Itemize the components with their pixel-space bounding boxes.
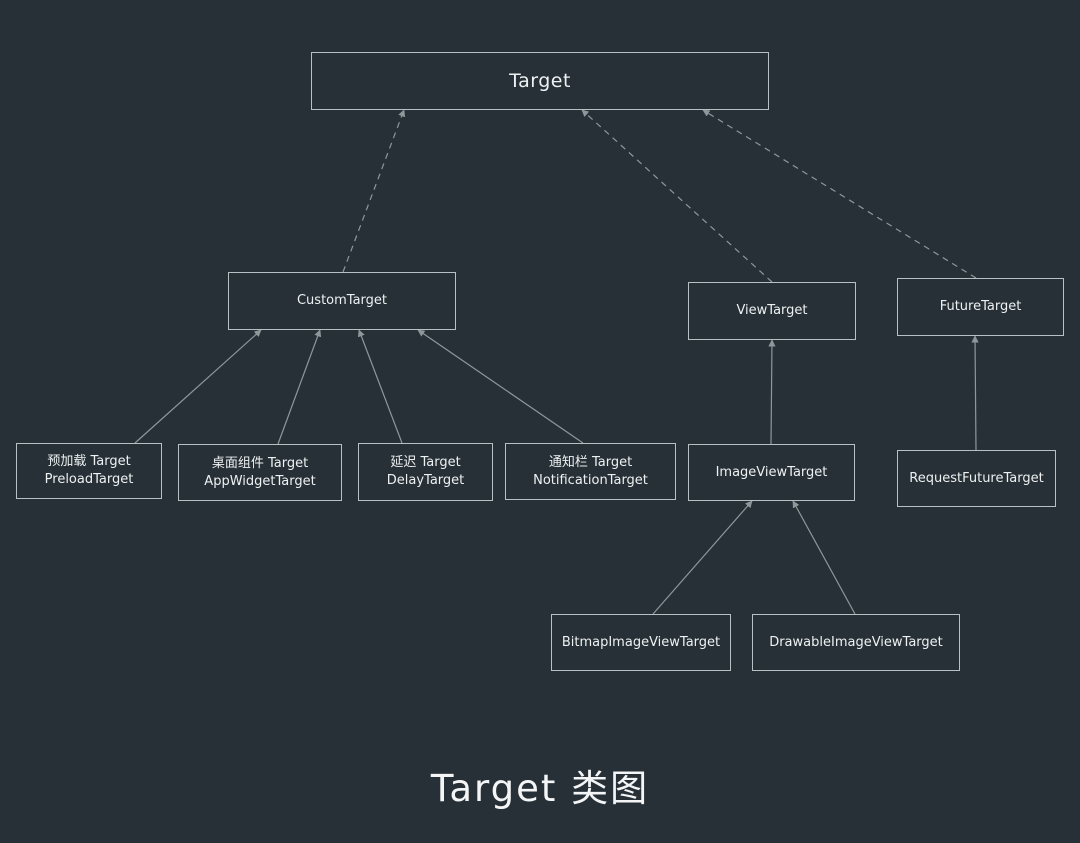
node-target: Target <box>311 52 769 110</box>
edge-image-view-target-to-view-target <box>768 339 776 445</box>
node-request-future-target-label: RequestFutureTarget <box>909 470 1044 486</box>
node-app-widget-target: 桌面组件 Target AppWidgetTarget <box>178 444 342 501</box>
edge-future-target-to-target <box>702 109 977 279</box>
edge-notification-target-to-custom-target <box>417 329 584 444</box>
diagram-caption: Target 类图 <box>430 767 650 810</box>
edge-custom-target-to-target <box>342 109 406 273</box>
node-future-target-label: FutureTarget <box>939 299 1022 314</box>
edge-drawable-image-view-target-to-image-view-target <box>792 500 856 615</box>
node-preload-target-label-cn: 预加载 Target <box>47 454 131 469</box>
edge-bitmap-image-view-target-to-image-view-target <box>652 500 753 615</box>
node-target-label: Target <box>509 70 571 92</box>
edge-request-future-target-to-future-target <box>971 335 979 451</box>
node-bitmap-image-view-target: BitmapImageViewTarget <box>551 614 731 671</box>
node-custom-target: CustomTarget <box>228 272 456 330</box>
edge-app-widget-target-to-custom-target <box>277 329 322 445</box>
node-custom-target-label: CustomTarget <box>296 293 388 308</box>
node-preload-target: 预加载 Target PreloadTarget <box>16 443 162 499</box>
edge-delay-target-to-custom-target <box>357 329 403 444</box>
node-drawable-image-view-target: DrawableImageViewTarget <box>752 614 960 671</box>
node-app-widget-target-label: AppWidgetTarget <box>204 473 316 489</box>
edge-view-target-to-target <box>581 109 773 283</box>
node-future-target: FutureTarget <box>897 278 1064 336</box>
node-notification-target-label: NotificationTarget <box>533 472 648 488</box>
node-notification-target: 通知栏 Target NotificationTarget <box>505 443 676 500</box>
node-delay-target-label: DelayTarget <box>386 473 465 488</box>
node-request-future-target: RequestFutureTarget <box>897 450 1056 507</box>
node-delay-target-label-cn: 延迟 Target <box>390 455 461 470</box>
node-view-target-label: ViewTarget <box>736 303 808 318</box>
node-image-view-target-label: ImageViewTarget <box>715 464 828 480</box>
edge-preload-target-to-custom-target <box>134 329 262 444</box>
node-app-widget-target-label-cn: 桌面组件 Target <box>211 455 309 471</box>
node-bitmap-image-view-target-label: BitmapImageViewTarget <box>561 634 721 650</box>
node-notification-target-label-cn: 通知栏 Target <box>548 454 633 470</box>
node-image-view-target: ImageViewTarget <box>688 444 855 501</box>
node-drawable-image-view-target-label: DrawableImageViewTarget <box>769 634 943 650</box>
node-delay-target: 延迟 Target DelayTarget <box>358 443 493 501</box>
node-preload-target-label: PreloadTarget <box>44 472 134 487</box>
node-view-target: ViewTarget <box>688 282 856 340</box>
